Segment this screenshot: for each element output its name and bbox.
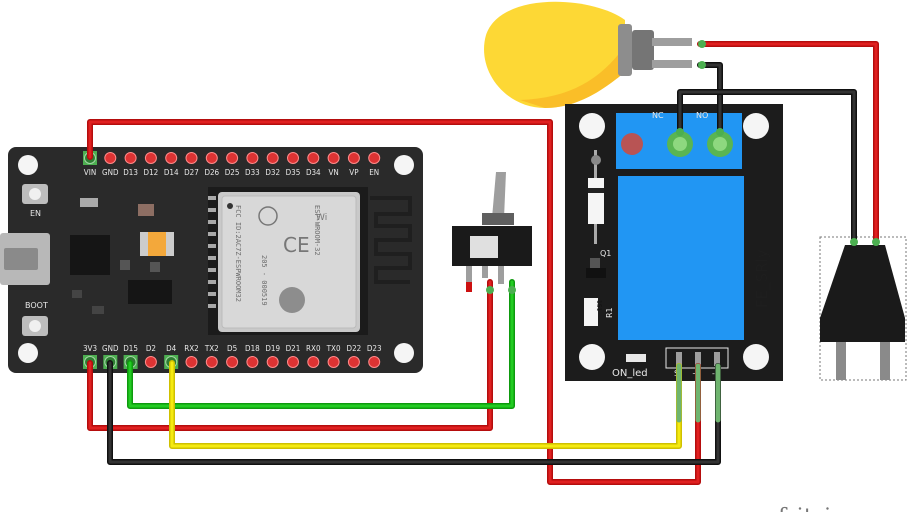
top-pin-label-vn: VN — [328, 168, 338, 177]
top-pin-label-d32: D32 — [265, 168, 280, 177]
top-pin-label-d25: D25 — [225, 168, 240, 177]
en-button-label: EN — [30, 209, 41, 218]
ce-mark: CE — [283, 233, 310, 257]
top-pin-label-en: EN — [369, 168, 379, 177]
relay-pin-minus-label: - — [712, 369, 715, 378]
toggle-switch — [452, 172, 532, 292]
top-pin-label-vin: VIN — [84, 168, 96, 177]
bottom-pin-d5 — [226, 356, 239, 368]
bottom-pin-label-d4: D4 — [166, 344, 177, 353]
wifi-logo: Wi — [316, 213, 327, 223]
bottom-pin-tx0 — [327, 356, 340, 368]
top-pin-d34 — [307, 152, 320, 164]
fcc-logo — [258, 206, 278, 226]
top-pin-d27 — [185, 152, 198, 164]
top-header: VIN GND D13 D12 D14 D27 D26 D25 D33 D32 D35 D34 VN VP… — [83, 151, 382, 177]
wires — [87, 40, 880, 485]
bottom-pin-tx2 — [205, 356, 218, 368]
module-serial-text: 205 - 000519 — [260, 255, 268, 306]
bottom-pin-label-gnd: GND — [102, 344, 119, 353]
r1-value: 151 — [595, 300, 602, 312]
top-pin-label-gnd: GND — [102, 168, 119, 177]
ac-plug — [819, 236, 907, 381]
boot-button-label: BOOT — [25, 301, 48, 310]
watermark: fritzing — [778, 505, 859, 512]
relay-nc-label: NC — [652, 111, 664, 120]
relay-module: NC NO FE_SRly Q1 151 R1 ON_led S + - — [565, 104, 783, 381]
q1-label: Q1 — [600, 249, 611, 258]
top-pin-label-d13: D13 — [123, 168, 138, 177]
top-pin-vn — [327, 152, 340, 164]
bottom-pin-d2 — [144, 356, 157, 368]
top-pin-gnd — [104, 152, 117, 164]
bottom-pin-label-d18: D18 — [245, 344, 260, 353]
module-name-text: ESP-WROOM-32 — [313, 205, 321, 256]
top-pin-label-vp: VP — [349, 168, 359, 177]
bottom-pin-d23 — [368, 356, 381, 368]
bottom-pin-label-rx2: RX2 — [184, 344, 199, 353]
bottom-pin-d21 — [287, 356, 299, 368]
bottom-pin-label-d2: D2 — [146, 344, 156, 353]
bottom-pin-label-3v3: 3V3 — [83, 344, 97, 353]
bottom-pin-label-d5: D5 — [227, 344, 237, 353]
bottom-pin-label-rx0: RX0 — [306, 344, 321, 353]
top-pin-label-d33: D33 — [245, 168, 260, 177]
top-pin-label-d34: D34 — [306, 168, 321, 177]
top-pin-en — [368, 152, 381, 164]
bottom-pin-label-tx0: TX0 — [326, 344, 341, 353]
espressif-logo — [279, 287, 305, 313]
top-pin-label-d35: D35 — [286, 168, 301, 177]
top-pin-d14 — [165, 152, 178, 164]
bottom-pin-label-tx2: TX2 — [204, 344, 219, 353]
top-pin-d26 — [205, 152, 218, 164]
top-pin-vp — [347, 152, 360, 164]
bottom-pin-d19 — [266, 356, 279, 368]
top-pin-label-d14: D14 — [164, 168, 179, 177]
bottom-pin-rx0 — [307, 356, 320, 368]
top-pin-d32 — [266, 152, 279, 164]
top-pin-d13 — [124, 152, 137, 164]
bottom-pin-label-d15: D15 — [123, 344, 138, 353]
top-pin-label-d12: D12 — [144, 168, 159, 177]
on-led-label: ON_led — [612, 368, 648, 379]
top-pin-d25 — [226, 152, 239, 164]
r1-label: R1 — [605, 307, 614, 318]
bottom-pin-d22 — [347, 356, 360, 368]
top-pin-label-d26: D26 — [204, 168, 219, 177]
bottom-pin-rx2 — [185, 356, 198, 368]
light-bulb — [484, 1, 692, 108]
top-pin-d12 — [144, 152, 157, 164]
top-pin-d33 — [246, 152, 259, 164]
esp32-board: FCC ID:2AC7Z-ESPWROOM32 ESP-WROOM-32 205… — [0, 147, 423, 373]
bottom-pin-label-d19: D19 — [265, 344, 280, 353]
bottom-pin-label-d22: D22 — [347, 344, 362, 353]
relay-no-label: NO — [696, 111, 708, 120]
bottom-header: 3V3 GND D15 D2 D4 RX2 TX2 D5 D18 D19 D21 RX0 TX0 D22 D… — [83, 344, 382, 369]
top-pin-label-d27: D27 — [184, 168, 199, 177]
bottom-pin-label-d23: D23 — [367, 344, 382, 353]
top-pin-d35 — [287, 152, 299, 164]
module-fcc-text: FCC ID:2AC7Z-ESPWROOM32 — [234, 205, 242, 302]
relay-label: FE_SRly — [753, 249, 772, 308]
bottom-pin-d18 — [246, 356, 259, 368]
bottom-pin-label-d21: D21 — [286, 344, 301, 353]
